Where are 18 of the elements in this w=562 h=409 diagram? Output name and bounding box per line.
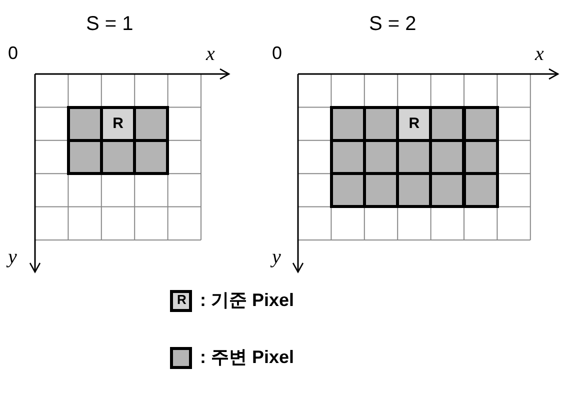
axis-label: y bbox=[272, 247, 281, 267]
neighbor-pixel-cell bbox=[462, 106, 499, 142]
axis-label: x bbox=[535, 44, 544, 64]
neighbor-pixel-cell bbox=[133, 106, 170, 142]
neighbor-pixel-cell bbox=[330, 172, 366, 208]
axis-label: x bbox=[206, 44, 215, 64]
neighbor-pixel-cell bbox=[429, 172, 466, 208]
scale-title: S = 2 bbox=[369, 14, 416, 34]
axis-label: y bbox=[8, 247, 17, 267]
neighbor-pixel-cell bbox=[462, 172, 499, 208]
origin-label: 0 bbox=[272, 44, 282, 62]
legend-text: : 주변 Pixel bbox=[200, 346, 294, 369]
cell-letter: R bbox=[112, 116, 124, 132]
origin-label: 0 bbox=[8, 44, 18, 62]
scale-title: S = 1 bbox=[86, 14, 134, 34]
swatch-letter: R bbox=[177, 293, 186, 306]
cell-letter: R bbox=[408, 116, 420, 132]
legend-text: : 기준 Pixel bbox=[200, 289, 294, 312]
